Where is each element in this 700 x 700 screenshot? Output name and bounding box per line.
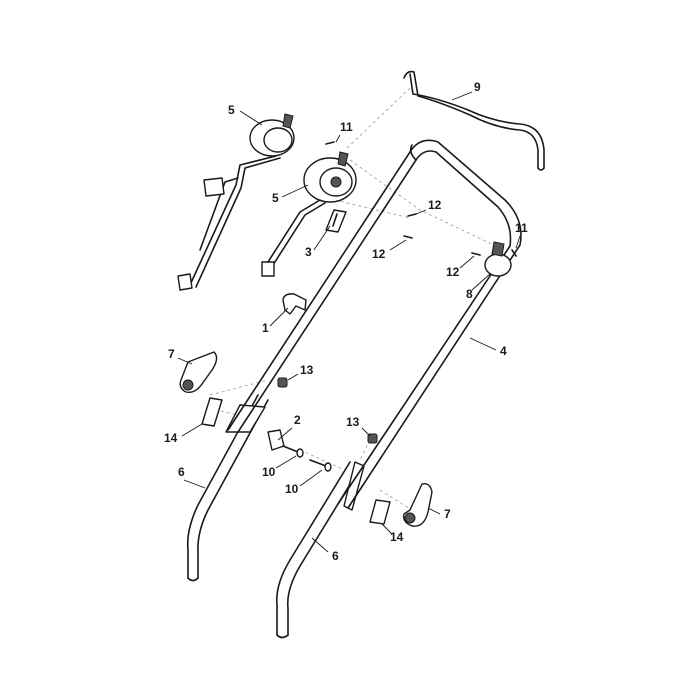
callout-label: 14 bbox=[164, 431, 178, 445]
callout-leader bbox=[275, 455, 297, 469]
callout-leader bbox=[311, 537, 329, 553]
callout-label: 12 bbox=[428, 198, 442, 212]
lever-right bbox=[402, 482, 433, 527]
callout-leader bbox=[471, 273, 491, 291]
callout-leader bbox=[451, 91, 473, 101]
callout-label: 5 bbox=[272, 191, 279, 205]
cable-assembly-upper bbox=[177, 113, 295, 291]
callout-leader bbox=[459, 255, 475, 269]
callout-label: 13 bbox=[346, 415, 360, 429]
pad-right bbox=[369, 499, 391, 525]
upper-handle bbox=[227, 139, 522, 509]
callout-leader bbox=[269, 307, 289, 327]
callout-leader bbox=[181, 423, 203, 437]
callout-leader bbox=[299, 469, 323, 487]
assembly-lines bbox=[209, 87, 501, 511]
part-3-clip bbox=[325, 209, 347, 233]
callout-label: 6 bbox=[178, 465, 185, 479]
callout-leader bbox=[415, 209, 427, 215]
part-2-bracket bbox=[267, 429, 285, 451]
callout-leader bbox=[389, 239, 407, 251]
part-1-clip bbox=[282, 293, 307, 315]
callout-label: 8 bbox=[466, 287, 473, 301]
callout-leader bbox=[183, 479, 206, 489]
callout-label: 9 bbox=[474, 80, 481, 94]
callout-label: 10 bbox=[285, 482, 299, 496]
callout-leader bbox=[287, 373, 299, 381]
bolt-10-b bbox=[309, 459, 332, 472]
callout-leader bbox=[177, 357, 193, 365]
callout-label: 7 bbox=[168, 347, 175, 361]
pad-left bbox=[201, 397, 223, 427]
callout-label: 6 bbox=[332, 549, 339, 563]
callout-label: 14 bbox=[390, 530, 404, 544]
callout-label: 1 bbox=[262, 321, 269, 335]
callout-leader bbox=[313, 225, 331, 251]
callout-label: 3 bbox=[305, 245, 312, 259]
callout-leader bbox=[281, 184, 309, 198]
callout-leader bbox=[381, 523, 393, 535]
lever-left bbox=[179, 351, 218, 394]
spring-13-right bbox=[367, 433, 378, 444]
callout-label: 7 bbox=[444, 507, 451, 521]
lower-handle-left bbox=[186, 394, 269, 582]
callout-label: 13 bbox=[300, 363, 314, 377]
callout-label: 10 bbox=[262, 465, 276, 479]
callout-leader bbox=[277, 427, 293, 441]
callout-label: 4 bbox=[500, 344, 507, 358]
callout-label: 2 bbox=[294, 413, 301, 427]
bolt-10-a bbox=[282, 445, 304, 458]
callout-leader bbox=[469, 337, 497, 351]
callout-label: 5 bbox=[228, 103, 235, 117]
callout-label: 12 bbox=[446, 265, 460, 279]
part-8-knob bbox=[484, 241, 512, 277]
callout-leader bbox=[239, 110, 263, 126]
spring-13-left bbox=[277, 377, 288, 388]
cable-assembly-lower bbox=[261, 151, 357, 277]
pins bbox=[325, 141, 517, 257]
callout-label: 11 bbox=[340, 120, 353, 134]
callout-label: 11 bbox=[515, 221, 528, 235]
lower-handle-right bbox=[275, 461, 365, 639]
callout-leader bbox=[335, 134, 341, 143]
callout-leader bbox=[427, 507, 441, 515]
callout-leader bbox=[515, 235, 521, 249]
callout-leader bbox=[361, 427, 371, 437]
callout-label: 12 bbox=[372, 247, 386, 261]
bail-bar bbox=[403, 70, 545, 171]
